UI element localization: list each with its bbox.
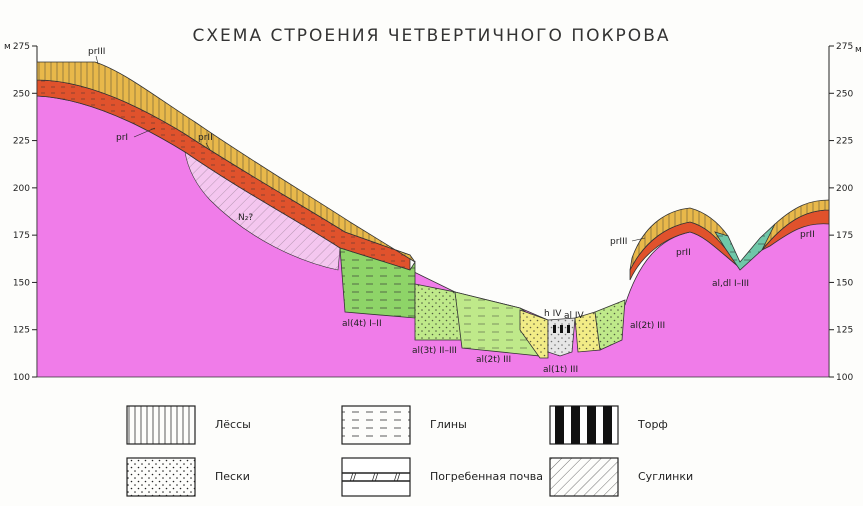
left-axis-unit: м: [4, 42, 11, 52]
label-prII-right2: prII: [800, 230, 815, 240]
label-prIII-right: prIII: [610, 237, 627, 247]
label-prIII-top: prIII: [88, 47, 105, 57]
axis-tick-label: 250: [13, 89, 30, 99]
legend-item-buried-soil: // // // Погребенная почва: [341, 457, 543, 497]
svg-text://: //: [394, 473, 401, 483]
legend-item-clay: Глины: [341, 405, 467, 445]
axis-tick-label: 100: [13, 373, 30, 383]
axis-tick-label: 150: [13, 278, 30, 288]
legend-label-loess: Лёссы: [215, 418, 251, 431]
legend-label-sand: Пески: [215, 470, 250, 483]
left-axis: 275 250 225 200 175 150 125 100 м: [4, 42, 38, 383]
label-hIV: h IV: [544, 309, 562, 319]
axis-tick-label: 200: [836, 184, 853, 194]
label-prII-right1: prII: [676, 248, 691, 258]
legend-label-peat: Торф: [637, 418, 668, 431]
label-al1t: al(1t) III: [543, 365, 578, 375]
right-axis-unit: м: [855, 45, 862, 55]
axis-tick-label: 275: [13, 42, 30, 52]
axis-tick-label: 175: [13, 231, 30, 241]
svg-text://: //: [372, 473, 379, 483]
label-alIV: al IV: [564, 311, 585, 321]
svg-text://: //: [350, 473, 357, 483]
axis-tick-label: 125: [13, 326, 30, 336]
axis-tick-label: 175: [836, 231, 853, 241]
label-prI: prI: [116, 133, 128, 143]
legend-label-loam: Суглинки: [638, 470, 693, 483]
legend-item-loess: Лёссы: [126, 405, 251, 445]
axis-tick-label: 225: [13, 137, 30, 147]
label-al4t: al(4t) I–II: [342, 319, 382, 329]
axis-tick-label: 275: [836, 42, 853, 52]
legend-item-loam: Суглинки: [549, 457, 693, 497]
axis-tick-label: 250: [836, 89, 853, 99]
label-al2t-right: al(2t) III: [630, 321, 665, 331]
label-al-dl: al,dl I–III: [712, 279, 749, 289]
legend-label-buried-soil: Погребенная почва: [430, 470, 543, 483]
legend-item-peat: Торф: [549, 405, 668, 445]
legend-item-sand: Пески: [126, 457, 250, 497]
axis-tick-label: 200: [13, 184, 30, 194]
label-al2t-left: al(2t) III: [476, 355, 511, 365]
right-axis: 275 250 225 200 175 150 125 100 м: [828, 42, 862, 383]
axis-tick-label: 225: [836, 137, 853, 147]
legend: Лёссы Глины Торф Пески // // // Погребен…: [126, 405, 693, 497]
axis-tick-label: 125: [836, 326, 853, 336]
axis-tick-label: 100: [836, 373, 853, 383]
legend-label-clay: Глины: [430, 418, 467, 431]
label-prII-slope: prII: [198, 133, 213, 143]
diagram-title: СХЕМА СТРОЕНИЯ ЧЕТВЕРТИЧНОГО ПОКРОВА: [192, 26, 671, 46]
label-al3t: al(3t) II–III: [412, 346, 457, 356]
label-n2: N₂?: [238, 213, 253, 223]
axis-tick-label: 150: [836, 278, 853, 288]
